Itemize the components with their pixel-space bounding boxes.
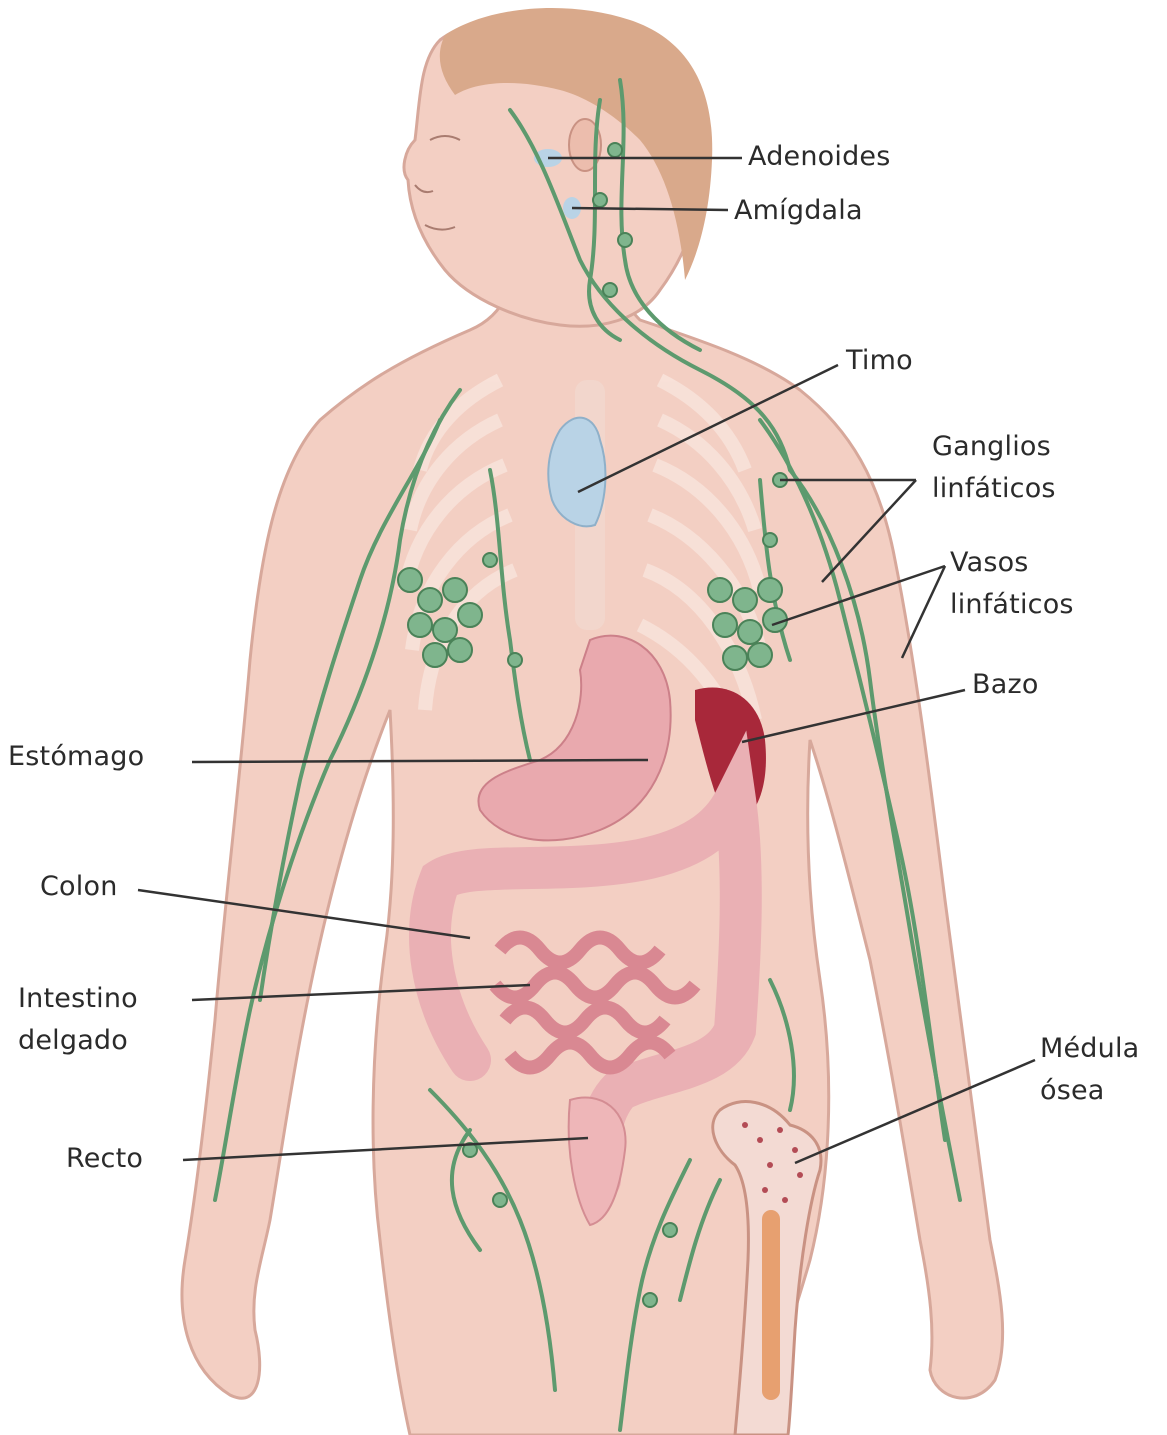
label-colon-text: Colon	[40, 866, 118, 908]
label-recto-text: Recto	[66, 1138, 143, 1180]
label-vasos-line1: Vasos	[950, 542, 1074, 584]
label-bazo-text: Bazo	[972, 664, 1039, 706]
label-intestino: Intestino delgado	[18, 978, 138, 1062]
bone-marrow	[762, 1210, 780, 1400]
label-intestino-line2: delgado	[18, 1020, 138, 1062]
label-amigdala-text: Amígdala	[734, 190, 863, 232]
label-ganglios-line2: linfáticos	[932, 468, 1056, 510]
label-medula-line1: Médula	[1040, 1028, 1139, 1070]
label-bazo: Bazo	[972, 664, 1039, 706]
label-ganglios: Ganglios linfáticos	[932, 426, 1056, 510]
leader-vasos-b	[902, 566, 945, 658]
label-amigdala: Amígdala	[734, 190, 863, 232]
label-medula-line2: ósea	[1040, 1070, 1139, 1112]
label-estomago: Estómago	[8, 736, 144, 778]
label-recto: Recto	[66, 1138, 143, 1180]
label-timo-text: Timo	[846, 340, 913, 382]
label-intestino-line1: Intestino	[18, 978, 138, 1020]
thymus	[548, 418, 605, 527]
label-medula: Médula ósea	[1040, 1028, 1139, 1112]
label-vasos: Vasos linfáticos	[950, 542, 1074, 626]
label-adenoides-text: Adenoides	[748, 136, 891, 178]
label-estomago-text: Estómago	[8, 736, 144, 778]
label-vasos-line2: linfáticos	[950, 584, 1074, 626]
label-ganglios-line1: Ganglios	[932, 426, 1056, 468]
label-colon: Colon	[40, 866, 118, 908]
label-adenoides: Adenoides	[748, 136, 891, 178]
label-timo: Timo	[846, 340, 913, 382]
